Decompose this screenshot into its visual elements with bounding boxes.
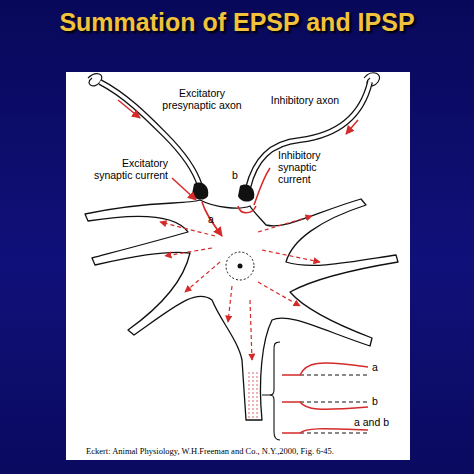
cell-body [85, 199, 398, 420]
trace-label: b [372, 396, 386, 408]
axon-label: Excitatory presynaptic axon [160, 88, 244, 112]
synapse-letter: b [232, 170, 244, 182]
slide-title: Summation of EPSP and IPSP [0, 8, 474, 37]
current-label: Inhibitory synaptic current [278, 150, 350, 185]
current-label: Excitatory synaptic current [88, 158, 168, 182]
synapse-letter: a [208, 214, 220, 226]
trace-label: a and b [354, 417, 404, 429]
trace-label: a [372, 362, 386, 374]
figure-caption: Eckert: Animal Physiology, W.H.Freeman a… [86, 446, 334, 456]
axon-label: Inhibitory axon [268, 95, 342, 107]
